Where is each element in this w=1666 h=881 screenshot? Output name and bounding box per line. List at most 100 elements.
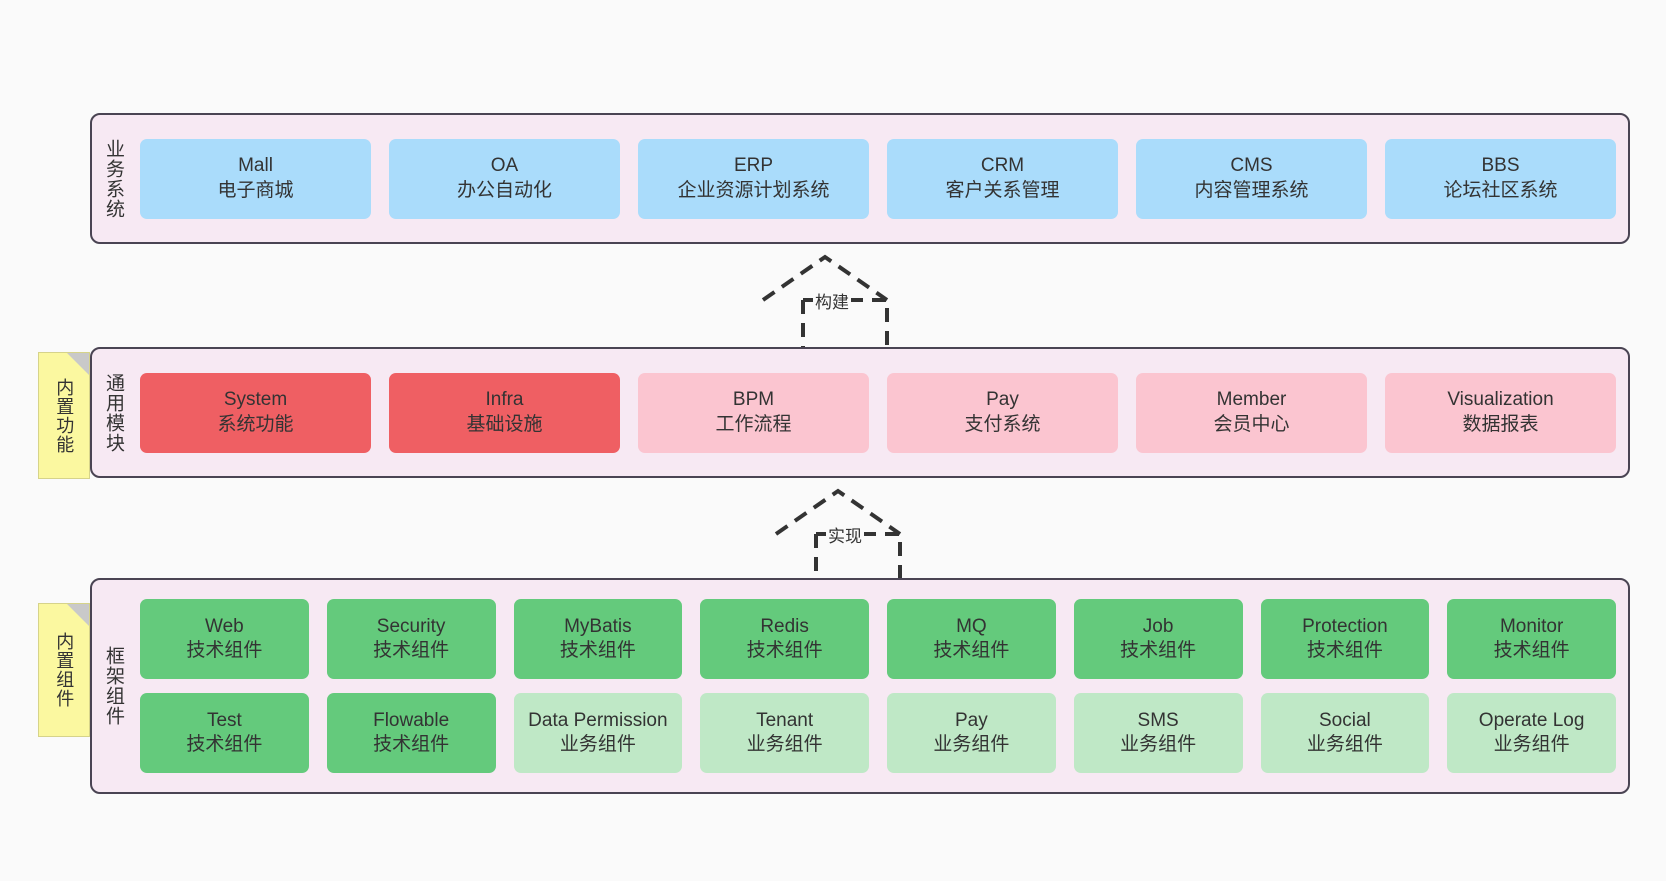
- card-pay-business[interactable]: Pay 业务组件: [887, 693, 1056, 773]
- card-subtitle: 基础设施: [466, 413, 543, 435]
- card-job[interactable]: Job 技术组件: [1073, 599, 1243, 679]
- card-pay[interactable]: Pay 支付系统: [887, 372, 1118, 453]
- card-title: BPM: [732, 389, 775, 411]
- card-title: Security: [376, 615, 446, 637]
- card-subtitle: 内容管理系统: [1194, 179, 1309, 201]
- card-subtitle: 业务组件: [559, 734, 636, 755]
- card-title: Data Permission: [528, 709, 668, 731]
- card-title: Web: [205, 615, 244, 637]
- card-subtitle: 企业资源计划系统: [677, 179, 830, 201]
- card-title: Member: [1216, 389, 1287, 411]
- card-crm[interactable]: CRM 客户关系管理: [887, 138, 1118, 219]
- card-protection[interactable]: Protection 技术组件: [1260, 599, 1430, 679]
- card-title: Flowable: [373, 709, 450, 731]
- card-subtitle: 技术组件: [1120, 640, 1197, 661]
- card-title: Infra: [485, 389, 524, 411]
- card-title: System: [223, 389, 288, 411]
- card-visualization[interactable]: Visualization 数据报表: [1385, 372, 1616, 453]
- layer-body-business-system: Mall 电子商城 OA 办公自动化 ERP 企业资源计划系统 CRM 客户关系…: [134, 115, 1628, 242]
- card-subtitle: 业务组件: [933, 734, 1010, 755]
- card-social[interactable]: Social 业务组件: [1260, 693, 1430, 773]
- card-title: ERP: [733, 155, 774, 177]
- card-subtitle: 技术组件: [746, 640, 823, 661]
- layer-framework-components: 框架组件 Web 技术组件 Security 技术组件 MyBatis 技术组件…: [90, 578, 1630, 794]
- card-title: Monitor: [1499, 615, 1564, 637]
- card-sms[interactable]: SMS 业务组件: [1073, 693, 1243, 773]
- card-subtitle: 电子商城: [217, 179, 294, 201]
- card-subtitle: 业务组件: [1120, 734, 1197, 755]
- connector-impl-label: 实现: [826, 522, 864, 547]
- card-mall[interactable]: Mall 电子商城: [140, 138, 371, 219]
- layer-body-framework-components: Web 技术组件 Security 技术组件 MyBatis 技术组件 Redi…: [134, 580, 1628, 792]
- card-web[interactable]: Web 技术组件: [140, 599, 309, 679]
- card-title: OA: [490, 155, 519, 177]
- card-title: SMS: [1137, 709, 1179, 731]
- card-subtitle: 客户关系管理: [945, 179, 1060, 201]
- card-subtitle: 办公自动化: [456, 179, 552, 201]
- card-subtitle: 业务组件: [746, 734, 823, 755]
- card-monitor[interactable]: Monitor 技术组件: [1447, 599, 1616, 679]
- card-subtitle: 技术组件: [186, 734, 263, 755]
- layer-business-system: 业务系统 Mall 电子商城 OA 办公自动化 ERP 企业资源计划系统 CRM…: [90, 113, 1630, 244]
- note-label: 内置组件: [54, 632, 75, 708]
- card-subtitle: 会员中心: [1213, 413, 1290, 435]
- card-title: Visualization: [1447, 389, 1554, 411]
- card-title: Protection: [1302, 615, 1388, 637]
- layer-title-general-modules: 通用模块: [103, 372, 125, 453]
- card-title: Test: [206, 709, 242, 731]
- card-subtitle: 技术组件: [933, 640, 1010, 661]
- note-builtin-function: 内置功能: [38, 352, 90, 479]
- card-title: Social: [1319, 709, 1371, 731]
- note-label: 内置功能: [54, 377, 75, 454]
- layer-row: Mall 电子商城 OA 办公自动化 ERP 企业资源计划系统 CRM 客户关系…: [140, 138, 1616, 219]
- card-title: Mall: [238, 155, 273, 177]
- card-infra[interactable]: Infra 基础设施: [389, 372, 620, 453]
- card-bbs[interactable]: BBS 论坛社区系统: [1385, 138, 1616, 219]
- card-subtitle: 技术组件: [186, 640, 263, 661]
- card-mybatis[interactable]: MyBatis 技术组件: [513, 599, 683, 679]
- card-title: MQ: [956, 615, 987, 637]
- card-flowable[interactable]: Flowable 技术组件: [326, 693, 496, 773]
- card-title: Redis: [760, 615, 809, 637]
- card-subtitle: 系统功能: [217, 413, 294, 435]
- layer-row: System 系统功能 Infra 基础设施 BPM 工作流程 Pay 支付系统…: [140, 372, 1616, 453]
- card-title: MyBatis: [564, 615, 632, 637]
- card-title: CRM: [980, 155, 1025, 177]
- card-subtitle: 技术组件: [559, 640, 636, 661]
- card-title: CMS: [1230, 155, 1273, 177]
- card-test[interactable]: Test 技术组件: [140, 693, 309, 773]
- card-title: BBS: [1481, 155, 1520, 177]
- card-mq[interactable]: MQ 技术组件: [887, 599, 1056, 679]
- card-redis[interactable]: Redis 技术组件: [700, 599, 869, 679]
- card-data-permission[interactable]: Data Permission 业务组件: [513, 693, 683, 773]
- card-security[interactable]: Security 技术组件: [326, 599, 496, 679]
- card-subtitle: 工作流程: [715, 413, 792, 435]
- layer-title-framework-components: 框架组件: [103, 646, 125, 726]
- connector-impl: 实现: [768, 486, 938, 586]
- connector-build-label: 构建: [813, 288, 851, 313]
- connector-build: 构建: [755, 252, 925, 352]
- card-subtitle: 数据报表: [1462, 413, 1539, 435]
- card-operate-log[interactable]: Operate Log 业务组件: [1447, 693, 1616, 773]
- card-member[interactable]: Member 会员中心: [1136, 372, 1367, 453]
- card-subtitle: 技术组件: [373, 640, 450, 661]
- card-system[interactable]: System 系统功能: [140, 372, 371, 453]
- layer-general-modules: 通用模块 System 系统功能 Infra 基础设施 BPM 工作流程 Pay…: [90, 347, 1630, 478]
- card-subtitle: 业务组件: [1493, 734, 1570, 755]
- card-title: Job: [1142, 615, 1174, 637]
- card-erp[interactable]: ERP 企业资源计划系统: [638, 138, 869, 219]
- card-oa[interactable]: OA 办公自动化: [389, 138, 620, 219]
- note-builtin-component: 内置组件: [38, 603, 90, 737]
- card-subtitle: 技术组件: [373, 734, 450, 755]
- card-title: Operate Log: [1478, 709, 1585, 731]
- card-title: Pay: [955, 709, 988, 731]
- card-subtitle: 论坛社区系统: [1443, 179, 1558, 201]
- card-title: Pay: [986, 389, 1019, 411]
- card-tenant[interactable]: Tenant 业务组件: [700, 693, 869, 773]
- card-cms[interactable]: CMS 内容管理系统: [1136, 138, 1367, 219]
- card-subtitle: 业务组件: [1306, 734, 1383, 755]
- layer-row: Web 技术组件 Security 技术组件 MyBatis 技术组件 Redi…: [140, 599, 1616, 679]
- card-bpm[interactable]: BPM 工作流程: [638, 372, 869, 453]
- layer-body-general-modules: System 系统功能 Infra 基础设施 BPM 工作流程 Pay 支付系统…: [134, 349, 1628, 476]
